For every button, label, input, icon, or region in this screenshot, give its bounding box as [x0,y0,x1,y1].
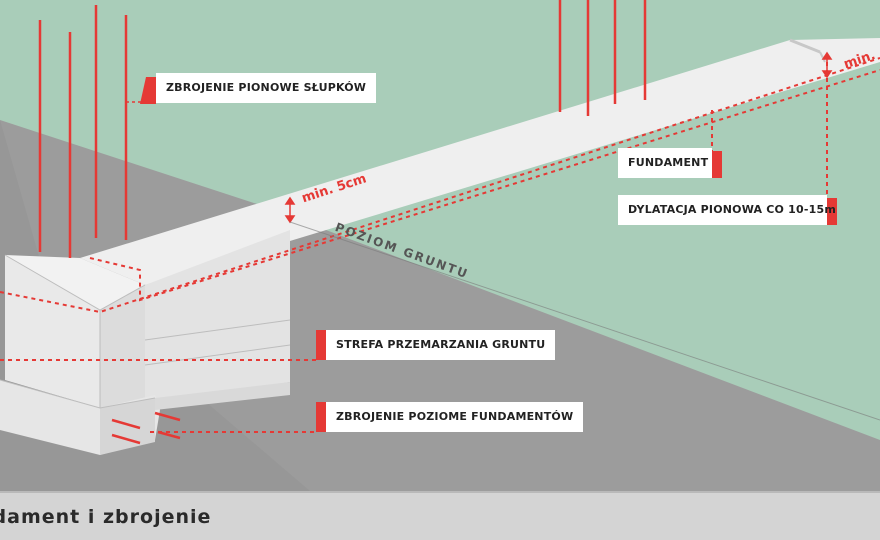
inner-rebar-dotted [89,69,880,302]
footing-side [100,398,155,455]
footing-step [155,382,290,410]
caption-title: ndament i zbrojenie [0,506,212,528]
corner-block-right [100,285,145,408]
vertical-rebars-right [558,0,647,116]
dimension-arrows [284,51,833,224]
vertical-rebars-left [38,5,128,258]
joint-gap-edge [819,51,826,63]
label-frost-zone: STREFA PRZEMARZANIA GRUNTU [326,330,556,360]
corner-block-front [5,255,100,408]
top-rebar-dotted [0,57,880,314]
edge-lines [0,254,291,409]
foundation-top-face [80,38,880,285]
diagram-canvas [0,0,880,491]
flag-frost [316,330,326,360]
label-expansion-joint: DYLATACJA PIONOWA CO 10-15m [618,195,836,225]
footing-rebars [111,411,181,445]
foundation-side-face [145,230,290,407]
flag-horizontal-rebar [316,402,326,432]
label-foundation: FUNDAMENT [618,148,712,178]
joint-gap-line [789,38,821,54]
label-vertical-rebar: ZBROJENIE PIONOWE SŁUPKÓW [156,73,377,103]
flag-vertical-rebar [140,77,156,104]
label-horizontal-rebar: ZBROJENIE POZIOME FUNDAMENTÓW [326,402,584,432]
caption-bar: ndament i zbrojenie [0,491,880,540]
ground-level-line [289,221,880,421]
